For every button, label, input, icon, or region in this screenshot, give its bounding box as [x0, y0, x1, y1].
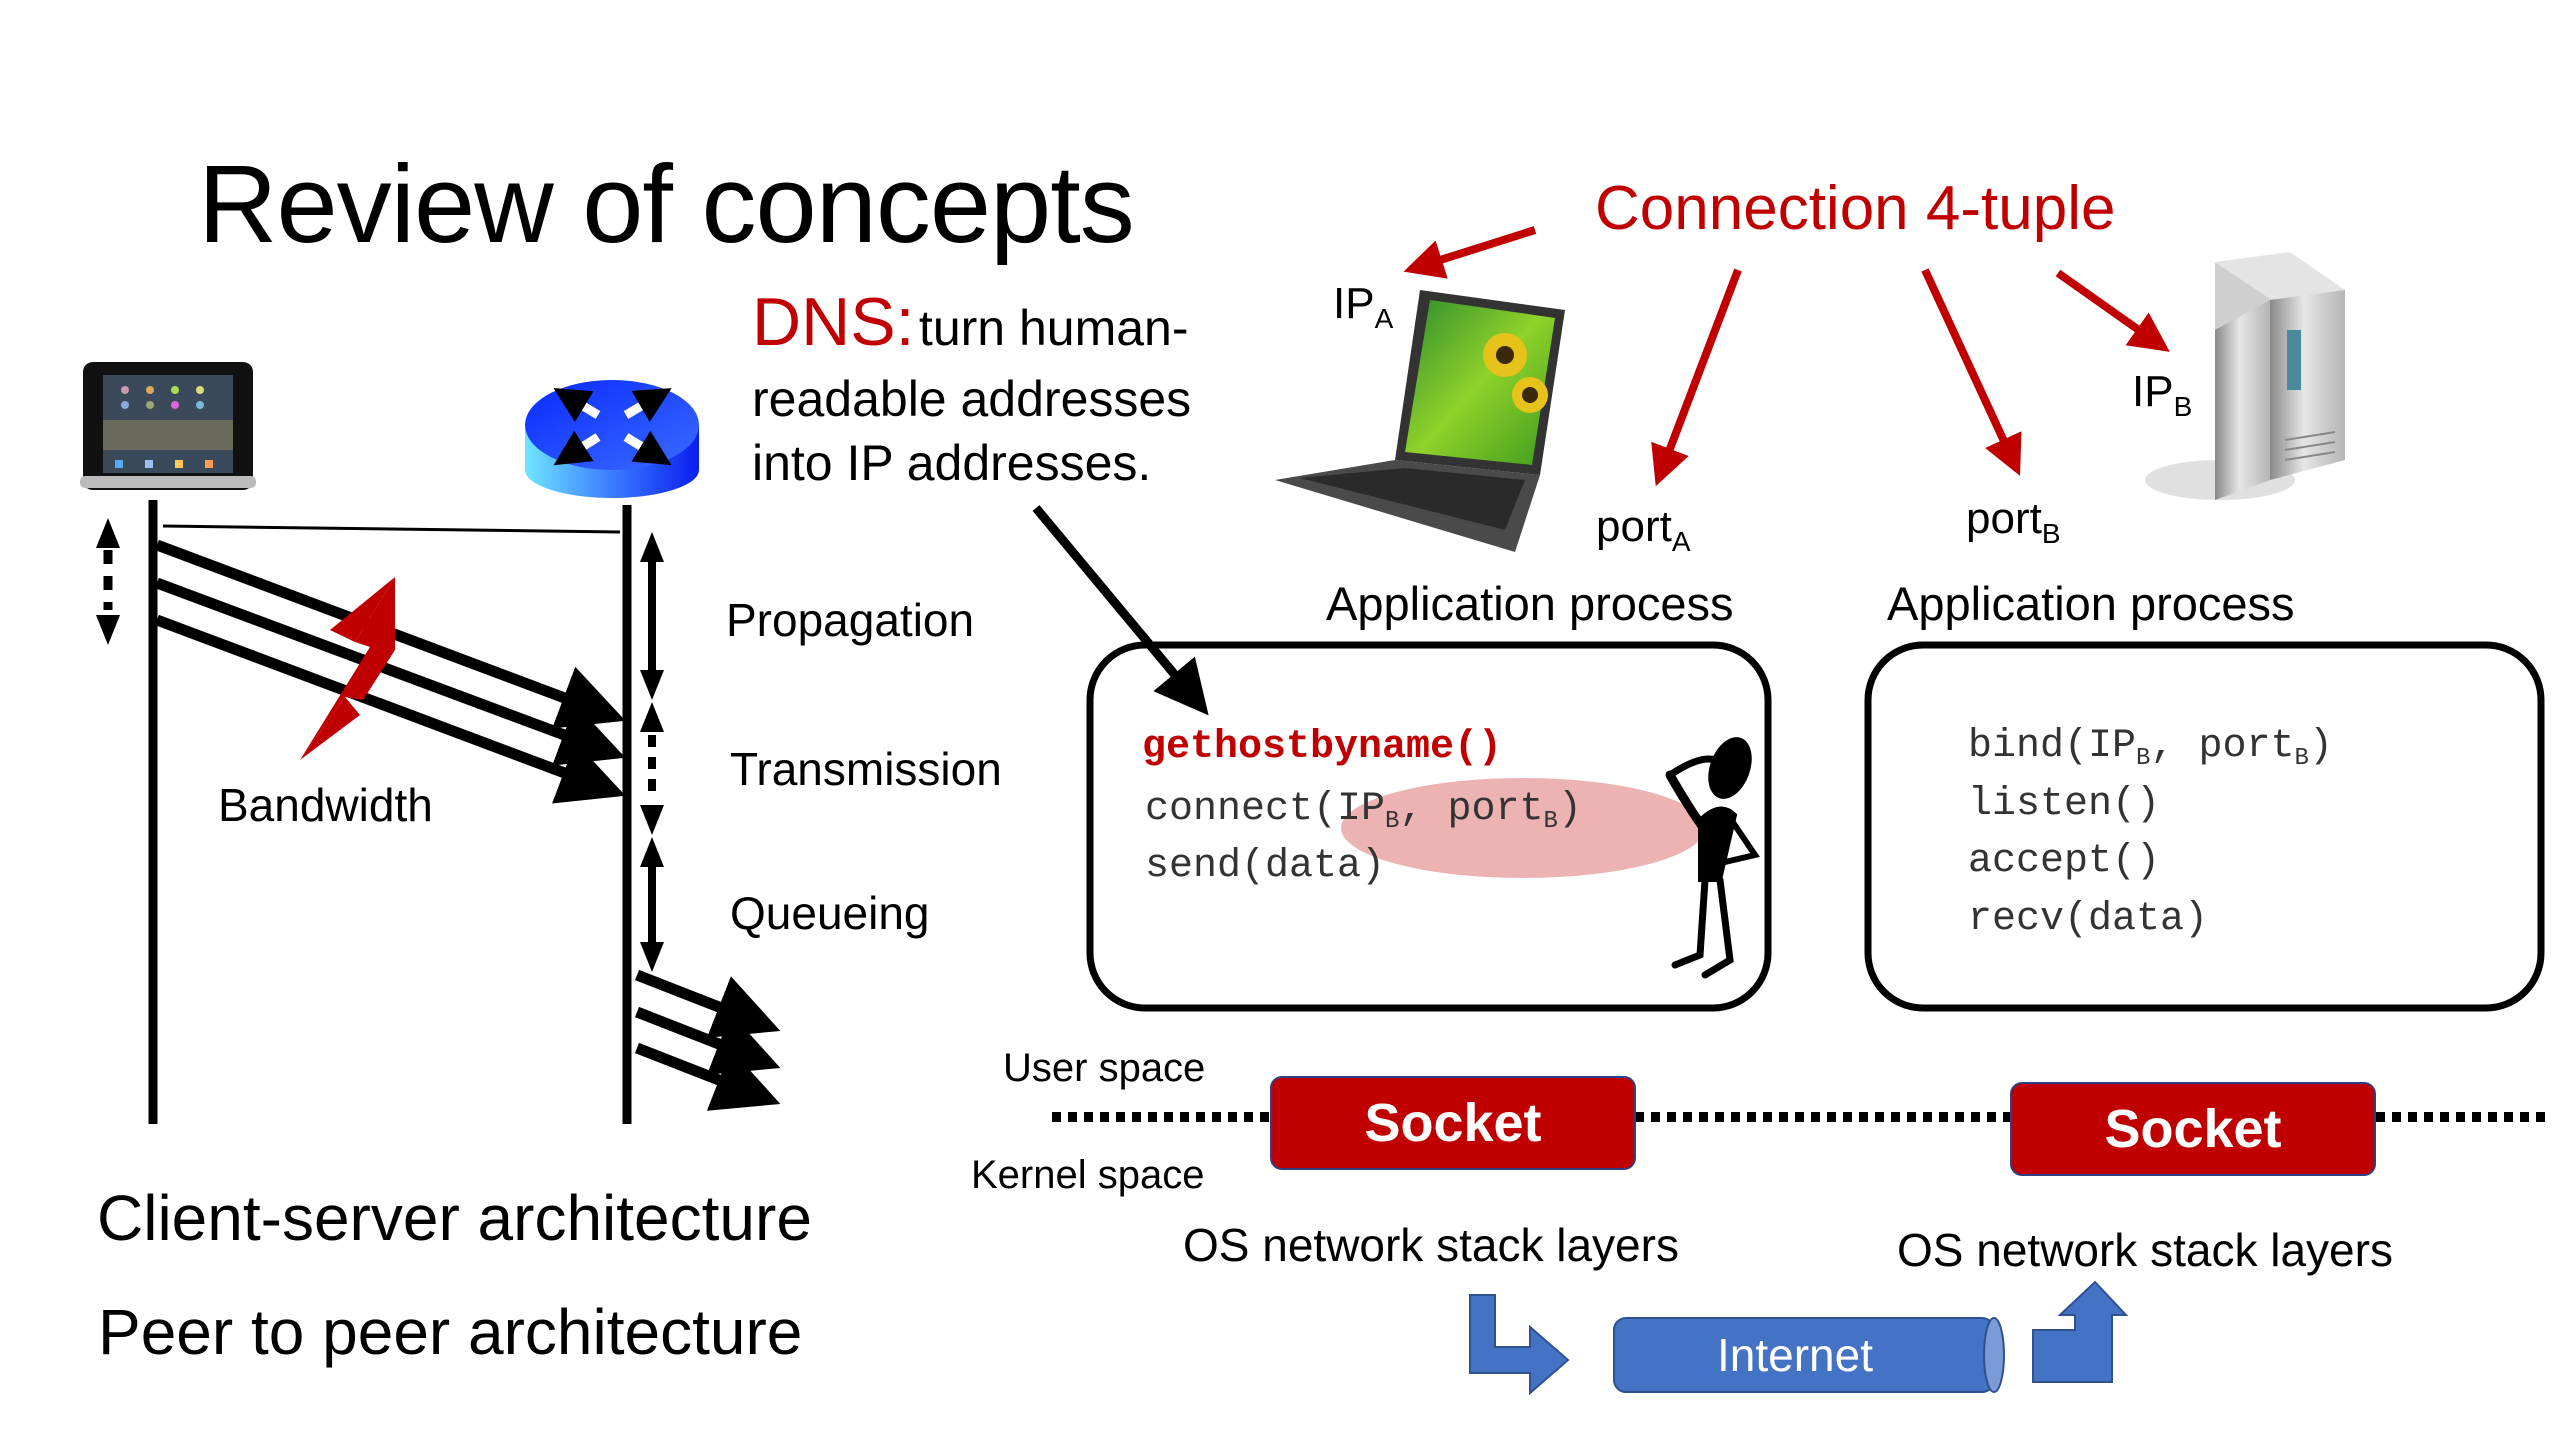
dns-text-line3: into IP addresses.: [752, 435, 1152, 491]
code-accept: accept(): [1968, 839, 2161, 884]
code-fn: connect(: [1145, 787, 1338, 832]
port-a-base: port: [1596, 502, 1672, 551]
port-a-label: portA: [1596, 505, 1691, 556]
code-sub: B: [2136, 745, 2151, 772]
server-icon: [2145, 252, 2345, 500]
internet-cylinder: [1613, 1317, 2005, 1393]
highlight-ellipse: [1341, 778, 1705, 878]
dns-definition-line1: DNS: turn human-: [752, 288, 1189, 356]
stick-figure-icon: [1665, 737, 1760, 979]
transmission-arrow: [640, 702, 664, 835]
server-process-box: [1864, 641, 2545, 1012]
ip-a-label: IPA: [1333, 282, 1393, 333]
code-arg: port: [1447, 787, 1544, 832]
code-arg: port: [2198, 724, 2295, 769]
code-end: ): [1557, 787, 1582, 832]
up-arrow-icon: [2032, 1280, 2129, 1383]
queueing-arrow: [640, 837, 664, 972]
code-sub: B: [1543, 808, 1558, 835]
slide-title: Review of concepts: [198, 143, 1135, 266]
dns-arrow: [1032, 505, 1209, 716]
tablet-icon: [80, 362, 256, 490]
port-b-label: portB: [1966, 497, 2061, 548]
transmission-time-arrow-left: [96, 518, 120, 645]
ip-b-base: IP: [2132, 367, 2174, 416]
code-send: send(data): [1145, 844, 1386, 889]
code-fn: bind(: [1968, 724, 2089, 769]
code-connect: connect(IPB, portB): [1145, 790, 1582, 834]
dns-text-line1: turn human-: [918, 300, 1189, 356]
port-a-sub: A: [1671, 526, 1691, 557]
queueing-label: Queueing: [730, 887, 930, 939]
peer-to-peer-label: Peer to peer architecture: [98, 1296, 803, 1368]
code-recv: recv(data): [1968, 897, 2209, 942]
client-process-box: [1086, 641, 1772, 1012]
tuple-arrows: [1403, 226, 2170, 487]
internet-label: Internet: [1717, 1329, 1873, 1381]
server-stack-label: OS network stack layers: [1897, 1224, 2393, 1276]
propagation-arrow: [640, 532, 664, 700]
dns-text-line2: readable addresses: [752, 371, 1192, 427]
laptop-icon: [1275, 290, 1565, 552]
down-right-arrow-icon: [1469, 1294, 1570, 1396]
ip-b-label: IPB: [2132, 370, 2192, 421]
code-listen: listen(): [1968, 782, 2161, 827]
code-sep: ,: [2150, 724, 2199, 769]
server-socket: Socket: [2010, 1082, 2376, 1176]
bandwidth-arrow: [300, 577, 395, 760]
bandwidth-label: Bandwidth: [218, 779, 433, 831]
user-space-label: User space: [1003, 1046, 1206, 1090]
code-end: ): [2308, 724, 2333, 769]
code-bind: bind(IPB, portB): [1968, 727, 2333, 771]
router-icon: [525, 380, 699, 498]
client-server-label: Client-server architecture: [97, 1182, 812, 1254]
propagation-label: Propagation: [726, 594, 975, 646]
code-sub: B: [2294, 745, 2309, 772]
ip-a-sub: A: [1374, 303, 1394, 334]
client-stack-label: OS network stack layers: [1183, 1219, 1679, 1271]
code-gethostbyname: gethostbyname(): [1142, 725, 1503, 770]
client-process-label: Application process: [1326, 577, 1734, 630]
ip-b-sub: B: [2173, 391, 2193, 422]
port-b-sub: B: [2041, 518, 2061, 549]
code-arg: IP: [1337, 787, 1386, 832]
code-sub: B: [1385, 808, 1400, 835]
kernel-space-label: Kernel space: [971, 1153, 1205, 1197]
code-arg: IP: [2088, 724, 2137, 769]
transmission-label: Transmission: [730, 743, 1002, 795]
outgoing-arrows: [634, 969, 781, 1111]
port-b-base: port: [1966, 494, 2042, 543]
code-sep: ,: [1399, 787, 1448, 832]
server-process-label: Application process: [1887, 577, 2295, 630]
connection-tuple-title: Connection 4-tuple: [1595, 174, 2116, 243]
client-socket: Socket: [1270, 1076, 1636, 1170]
propagation-reference-line: [162, 524, 621, 534]
dns-label: DNS:: [752, 284, 915, 360]
ip-a-base: IP: [1333, 279, 1375, 328]
